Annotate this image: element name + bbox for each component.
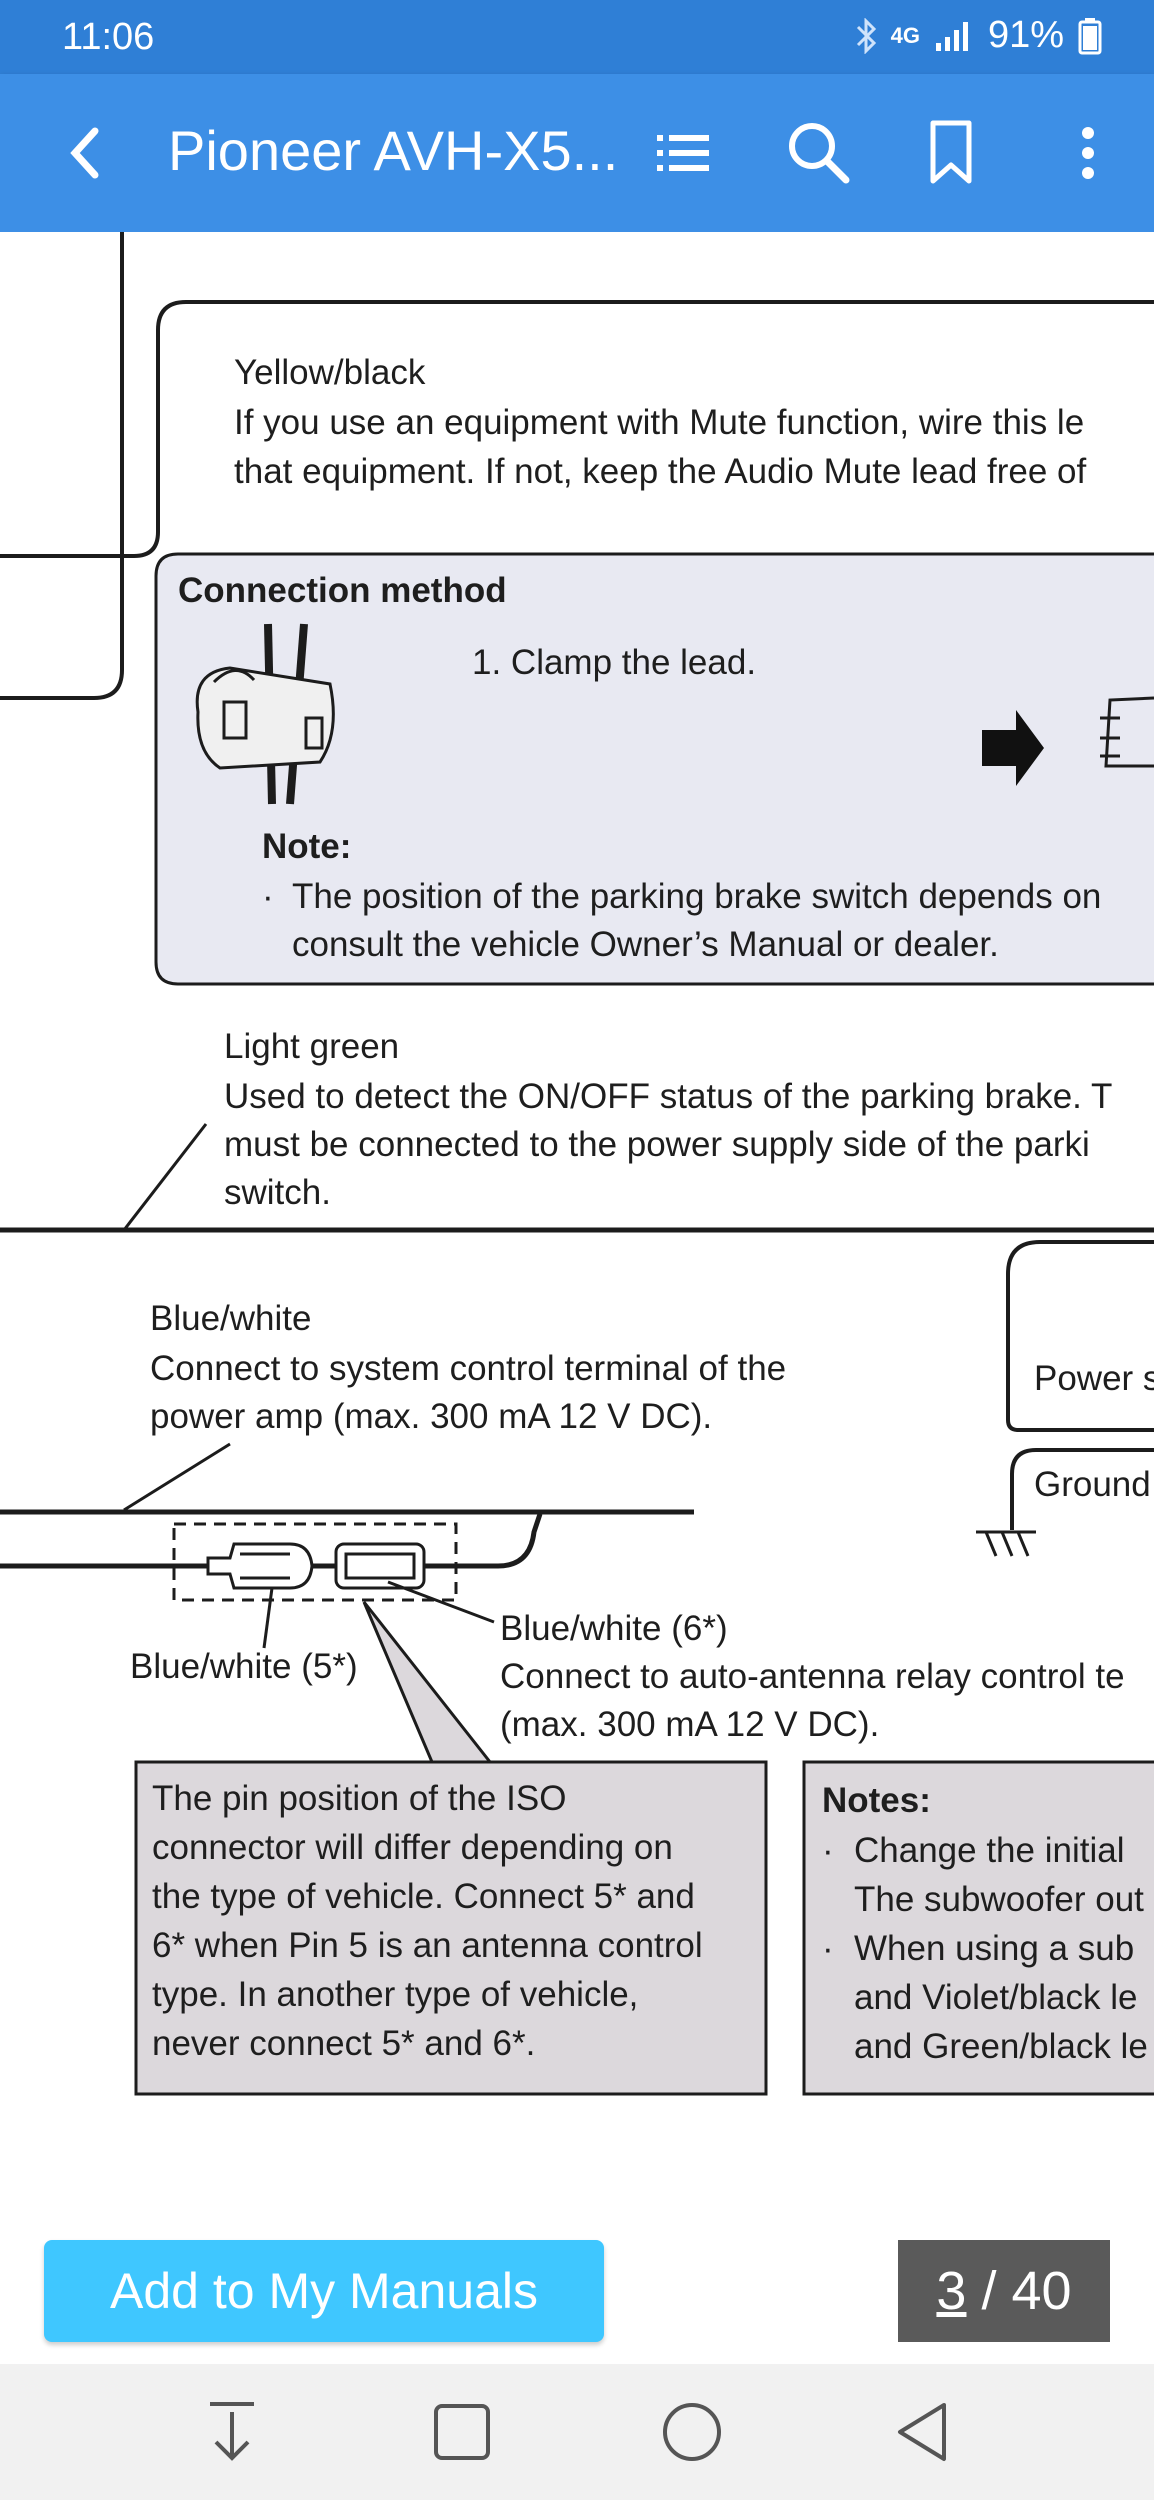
note-line-2: consult the vehicle Owner’s Manual or de… — [292, 925, 999, 964]
recents-square-icon[interactable] — [426, 2396, 498, 2468]
notes-bullet-1: · — [822, 1831, 834, 1870]
page-indicator[interactable]: 3 / 40 — [898, 2240, 1110, 2342]
battery-percent: 91% — [987, 14, 1064, 56]
arrow-icon — [982, 710, 1044, 786]
iso-note-line-1: The pin position of the ISO — [152, 1779, 567, 1818]
light-green-line-3: switch. — [224, 1173, 331, 1212]
status-bar: 11:06 4G 91% — [0, 0, 1154, 74]
page-total: 40 — [1011, 2261, 1072, 2321]
connector-6-icon — [334, 1542, 444, 1590]
add-to-my-manuals-button[interactable]: Add to My Manuals — [44, 2240, 604, 2342]
bluetooth-icon — [856, 17, 876, 54]
network-type: 4G — [890, 22, 920, 48]
bookmark-icon[interactable] — [916, 114, 986, 190]
page-separator: / — [966, 2261, 1012, 2321]
list-icon[interactable] — [648, 118, 718, 188]
system-nav-bar — [0, 2364, 1154, 2500]
notes-line-2: The subwoofer out — [854, 1880, 1144, 1919]
blue-white-6-title: Blue/white (6*) — [500, 1609, 728, 1648]
blue-white-title: Blue/white — [150, 1299, 312, 1338]
download-arrow-icon[interactable] — [196, 2396, 268, 2468]
note-line-1: The position of the parking brake switch… — [292, 877, 1102, 916]
ground-symbol-icon — [976, 1530, 1036, 1557]
connection-method-step: 1. Clamp the lead. — [472, 643, 757, 682]
connector-dashed-box — [172, 1522, 458, 1602]
iso-note-box — [134, 1760, 768, 2096]
blue-white-6-line-1: Connect to auto-antenna relay control te — [500, 1657, 1125, 1696]
signal-icon — [935, 21, 968, 51]
notes-heading: Notes: — [822, 1781, 931, 1820]
note-heading: Note: — [262, 827, 352, 866]
notes-line-4: and Violet/black le — [854, 1978, 1138, 2017]
document-page[interactable]: Yellow/black If you use an equipment wit… — [0, 232, 1154, 2232]
iso-note-line-2: connector will differ depending on — [152, 1828, 673, 1867]
connector-5-icon — [206, 1542, 314, 1590]
more-vertical-icon[interactable] — [1058, 118, 1118, 188]
ground-label: Ground — [1034, 1465, 1151, 1504]
back-arrow-icon[interactable] — [50, 118, 120, 188]
iso-note-line-5: type. In another type of vehicle, — [152, 1975, 639, 2014]
iso-note-line-6: never connect 5* and 6*. — [152, 2024, 536, 2063]
notes-box — [802, 1760, 1154, 2096]
page-current: 3 — [936, 2261, 967, 2321]
note-bullet: · — [262, 877, 274, 916]
iso-note-line-4: 6* when Pin 5 is an antenna control — [152, 1926, 703, 1965]
yellow-black-line-1: If you use an equipment with Mute functi… — [234, 403, 1085, 442]
yellow-black-title: Yellow/black — [234, 353, 426, 392]
light-green-line-1: Used to detect the ON/OFF status of the … — [224, 1077, 1113, 1116]
notes-line-1: Change the initial — [854, 1831, 1125, 1870]
notes-line-3: When using a sub — [854, 1929, 1135, 1968]
iso-note-line-3: the type of vehicle. Connect 5* and — [152, 1877, 695, 1916]
connection-method-box — [154, 552, 1154, 986]
clamp-illustration — [195, 623, 335, 805]
power-label: Power s — [1034, 1359, 1154, 1398]
battery-icon — [1078, 17, 1102, 54]
home-circle-icon[interactable] — [656, 2396, 728, 2468]
blue-white-line-1: Connect to system control terminal of th… — [150, 1349, 787, 1388]
blue-white-5-label: Blue/white (5*) — [130, 1647, 358, 1686]
wiring-diagram — [0, 232, 1154, 2096]
document-title: Pioneer AVH-X5... — [168, 119, 619, 182]
blue-white-line-2: power amp (max. 300 mA 12 V DC). — [150, 1397, 713, 1436]
notes-line-5: and Green/black le — [854, 2027, 1148, 2066]
light-green-title: Light green — [224, 1027, 400, 1066]
back-triangle-icon[interactable] — [886, 2396, 958, 2468]
yellow-black-line-2: that equipment. If not, keep the Audio M… — [234, 452, 1087, 491]
status-time: 11:06 — [62, 16, 155, 58]
app-bar: Pioneer AVH-X5... — [0, 74, 1154, 232]
search-icon[interactable] — [780, 114, 856, 190]
notes-bullet-2: · — [822, 1929, 834, 1968]
light-green-line-2: must be connected to the power supply si… — [224, 1125, 1090, 1164]
blue-white-6-line-2: (max. 300 mA 12 V DC). — [500, 1705, 880, 1744]
connection-method-heading: Connection method — [178, 571, 507, 610]
